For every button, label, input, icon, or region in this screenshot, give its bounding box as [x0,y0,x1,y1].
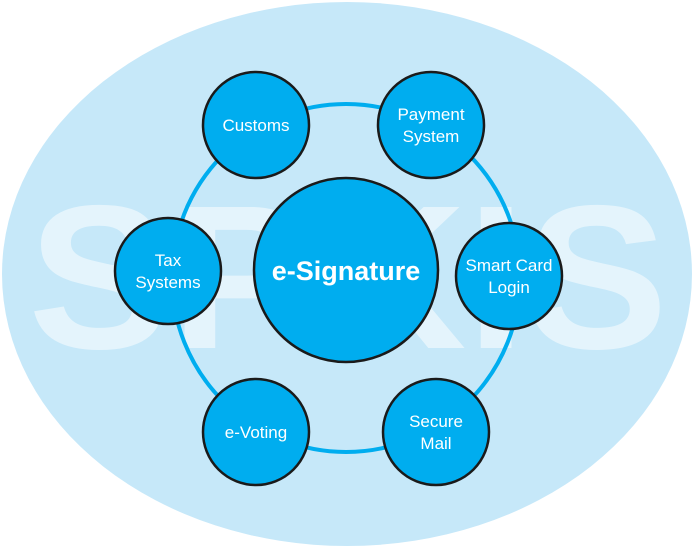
node-label-payment-system-line-2: System [403,127,460,146]
node-label-payment-system-line-1: Payment [397,105,464,124]
node-circle-secure-mail [381,377,491,487]
center-label: e-Signature [272,256,421,286]
center-node: e-Signature [252,176,440,364]
node-label-tax-systems-line-2: Systems [135,273,200,292]
node-label-tax-systems-line-1: Tax [155,251,182,270]
node-circle-payment-system [376,70,486,180]
node-circle-e-voting [201,377,311,487]
node-label-smart-card-login-line-1: Smart Card [466,256,553,275]
center-circle [252,176,440,364]
node-label-e-voting: e-Voting [225,423,287,442]
node-circle-smart-card-login [454,221,564,331]
node-label-smart-card-login-line-2: Login [488,278,530,297]
node-label-secure-mail-line-1: Secure [409,412,463,431]
node-e-voting: e-Voting [201,377,311,487]
node-label-customs: Customs [222,116,289,135]
node-customs: Customs [201,70,311,180]
node-label-secure-mail-line-2: Mail [420,434,451,453]
node-circle-customs [201,70,311,180]
node-circle-tax-systems [113,216,223,326]
